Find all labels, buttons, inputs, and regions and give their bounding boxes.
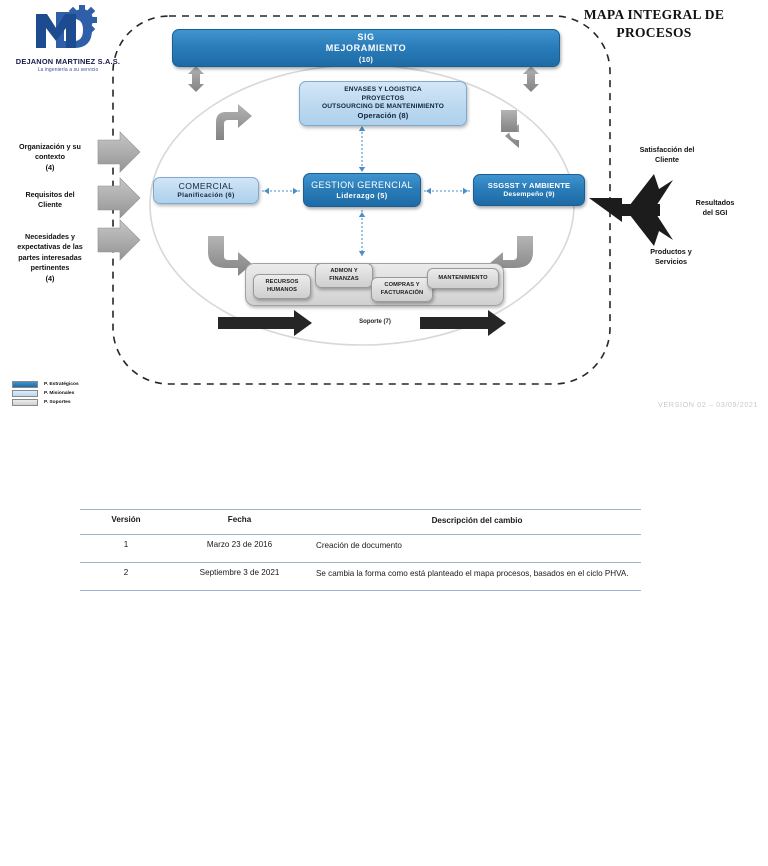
input-1-line2: Cliente <box>38 200 62 210</box>
output-2-line1: Productos y <box>650 247 692 256</box>
input-arrow-2 <box>97 177 141 219</box>
sgsst-title: SSGSST Y AMBIENTE <box>487 181 571 191</box>
process-operacion[interactable]: ENVASES Y LOGISTICA PROYECTOS OUTSOURCIN… <box>299 81 467 126</box>
process-sgsst-ambiente[interactable]: SSGSST Y AMBIENTE Desempeño (9) <box>473 174 585 206</box>
company-tagline: La ingeniería a su servicio <box>37 67 99 73</box>
sgsst-sub: Desempeño (9) <box>503 190 555 198</box>
sig-link-arrow-left <box>188 66 204 92</box>
comercial-title: COMERCIAL <box>178 181 234 192</box>
row-1-version: 2 <box>80 561 172 591</box>
input-label-organizacion-contexto: Organización y su contexto (4) <box>2 142 98 173</box>
cycle-arrow-top-left <box>216 104 252 140</box>
legend-label-misionales: P. Misionales <box>44 391 75 396</box>
table-header-fecha: Fecha <box>172 509 307 535</box>
output-0-line2: Cliente <box>655 155 679 165</box>
row-0-date: Marzo 23 de 2016 <box>172 533 307 563</box>
input-2-line4: pertinentes <box>30 263 70 273</box>
output-1-line1: Resultados <box>695 198 735 207</box>
input-0-line2: contexto <box>35 152 65 162</box>
legend-item-estrategicos: P. Estratégicos <box>12 380 79 389</box>
table-row: 1 Marzo 23 de 2016 Creación de documento <box>80 533 641 563</box>
sig-link-arrow-right <box>523 66 539 92</box>
table-row: 2 Septiembre 3 de 2021 Se cambia la form… <box>80 561 641 591</box>
process-comercial[interactable]: COMERCIAL Planificación (6) <box>153 177 259 204</box>
input-0-line1: Organización y su <box>19 142 81 151</box>
input-0-line3: (4) <box>45 162 55 172</box>
sig-line3: (10) <box>358 54 374 64</box>
operacion-line4: Operación (8) <box>357 111 409 121</box>
legend-item-misionales: P. Misionales <box>12 389 79 398</box>
sbox-0-line1: RECURSOS <box>265 279 299 286</box>
sbox-1-line2: FINANZAS <box>329 275 359 282</box>
page-title-line1: MAPA INTEGRAL DE <box>583 7 725 22</box>
sig-line2: MEJORAMIENTO <box>325 43 407 54</box>
output-label-satisfaccion-cliente: Satisfacción del Cliente <box>626 145 708 166</box>
logo-mark-icon <box>4 4 132 56</box>
dotted-connector-group <box>262 128 470 258</box>
legend-swatch-estrategicos <box>12 381 38 388</box>
table-header-version: Versión <box>80 509 172 535</box>
page-title: MAPA INTEGRAL DE PROCESOS <box>554 6 754 42</box>
output-1-line2: del SGI <box>702 208 728 218</box>
legend-swatch-soportes <box>12 399 38 406</box>
input-2-line5: (4) <box>45 273 55 283</box>
sbox-2-line2: FACTURACIÓN <box>380 289 424 296</box>
operacion-line1: ENVASES Y LOGISTICA <box>344 86 422 94</box>
row-0-description: Creación de documento <box>307 533 641 563</box>
support-arrow-right <box>420 310 506 336</box>
sbox-1-line1: ADMON Y <box>330 268 358 275</box>
operacion-line3: OUTSOURCING DE MANTENIMIENTO <box>321 102 445 110</box>
soporte-label: Soporte (7) <box>359 319 391 325</box>
support-box-compras-facturacion[interactable]: COMPRAS Y FACTURACIÓN <box>371 277 433 302</box>
dotted-connector-heads <box>264 126 468 256</box>
cycle-arrow-top-right <box>501 110 519 148</box>
company-name: DEJANON MARTINEZ S.A.S. <box>15 57 121 66</box>
input-2-line1: Necesidades y <box>25 232 75 241</box>
sbox-3-line1: MANTENIMIENTO <box>438 274 488 281</box>
table-header-row: Versión Fecha Descripción del cambio <box>80 509 641 535</box>
output-label-productos-servicios: Productos y Servicios <box>630 247 712 268</box>
input-2-line2: expectativas de las <box>17 242 83 252</box>
row-0-version: 1 <box>80 533 172 563</box>
input-1-line1: Requisitos del <box>25 190 75 199</box>
process-gestion-gerencial[interactable]: GESTION GERENCIAL Liderazgo (5) <box>303 173 421 207</box>
output-arrow-cluster <box>589 174 673 246</box>
input-arrow-3 <box>97 219 141 261</box>
support-box-recursos-humanos[interactable]: RECURSOS HUMANOS <box>253 274 311 299</box>
output-0-line1: Satisfacción del <box>639 145 695 154</box>
input-arrow-1 <box>97 131 141 173</box>
support-arrow-left <box>218 310 312 336</box>
change-history-table: Versión Fecha Descripción del cambio 1 M… <box>80 509 641 591</box>
version-stamp: VERSION 02 – 03/09/2021 <box>658 400 759 409</box>
row-1-date: Septiembre 3 de 2021 <box>172 561 307 591</box>
process-sig-mejoramiento[interactable]: SIG MEJORAMIENTO (10) <box>172 29 560 67</box>
company-logo: DEJANON MARTINEZ S.A.S. La ingeniería a … <box>4 4 132 82</box>
legend-label-soportes: P. Soportes <box>44 400 71 405</box>
input-label-requisitos-cliente: Requisitos del Cliente <box>2 190 98 211</box>
legend-label-estrategicos: P. Estratégicos <box>44 382 79 387</box>
sig-line1: SIG <box>357 32 375 43</box>
legend-item-soportes: P. Soportes <box>12 398 79 407</box>
support-box-mantenimiento[interactable]: MANTENIMIENTO <box>427 268 499 289</box>
support-box-admon-finanzas[interactable]: ADMON Y FINANZAS <box>315 263 373 288</box>
output-2-line2: Servicios <box>655 257 687 267</box>
sbox-2-line1: COMPRAS Y <box>384 282 420 289</box>
input-label-necesidades-expectativas: Necesidades y expectativas de las partes… <box>2 232 98 284</box>
comercial-sub: Planificación (6) <box>177 191 235 199</box>
cycle-arrow-bottom-left <box>208 236 252 276</box>
gestion-title: GESTION GERENCIAL <box>311 179 413 190</box>
legend-swatch-misionales <box>12 390 38 397</box>
operacion-line2: PROYECTOS <box>361 94 405 102</box>
process-map-diagram: SIG MEJORAMIENTO (10) ENVASES Y LOGISTIC… <box>0 0 768 430</box>
table-header-descripcion: Descripción del cambio <box>307 509 641 535</box>
page-title-line2: PROCESOS <box>616 25 692 41</box>
sbox-0-line2: HUMANOS <box>266 286 298 293</box>
gestion-sub: Liderazgo (5) <box>336 191 388 200</box>
input-2-line3: partes interesadas <box>18 252 82 262</box>
output-label-resultados-sgi: Resultados del SGI <box>672 198 758 219</box>
diagram-legend: P. Estratégicos P. Misionales P. Soporte… <box>12 380 79 407</box>
row-1-description: Se cambia la forma como está planteado e… <box>307 561 641 591</box>
